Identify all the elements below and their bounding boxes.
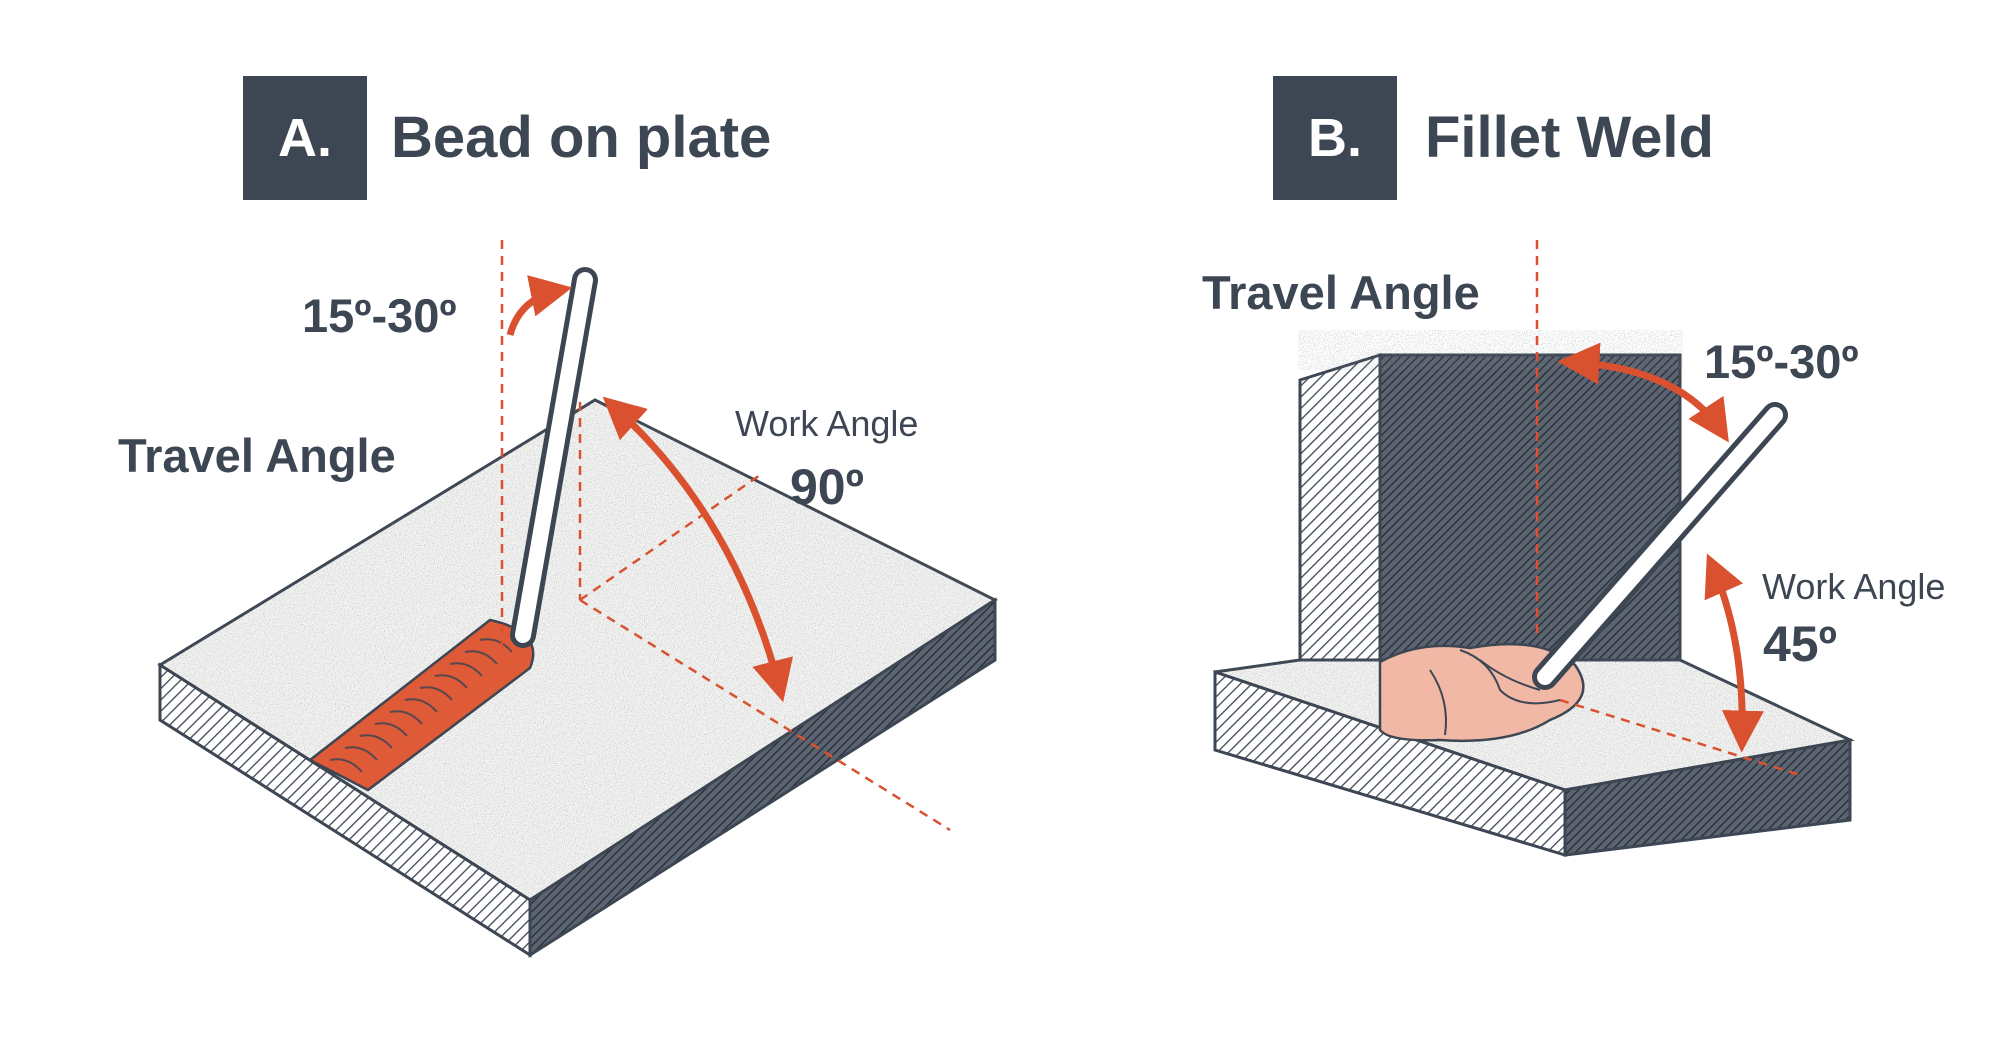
vertical-plate-back: [1378, 353, 1682, 692]
panel-b-illustration: [1213, 240, 1855, 858]
plate-right-side: [528, 597, 997, 958]
panel-a-travel-angle-label: Travel Angle: [118, 429, 396, 482]
panel-b-title: Fillet Weld: [1425, 105, 1714, 170]
panel-b-travel-angle-label: Travel Angle: [1202, 266, 1480, 319]
panel-a-title: Bead on plate: [391, 105, 772, 170]
panel-b-work-angle-label: Work Angle: [1762, 566, 1946, 607]
panel-a-work-angle-label: Work Angle: [735, 403, 919, 444]
electrode-b: [1532, 402, 1788, 690]
travel-angle-arrow-a: [506, 275, 573, 337]
fillet-weld-pool: [1378, 642, 1585, 743]
vertical-plate-edge: [1298, 352, 1382, 714]
panel-b-travel-angle-value: 15º-30º: [1704, 335, 1859, 388]
panel-a-illustration: [157, 240, 999, 958]
reference-lines-b: [1535, 240, 1801, 777]
panel-a-badge: A.: [243, 76, 367, 200]
panel-a-travel-angle-value: 15º-30º: [302, 289, 457, 342]
work-angle-arrow-a: [602, 396, 794, 703]
panel-a-work-angle-value: 90º: [790, 459, 864, 515]
work-angle-arrow-b: [1704, 553, 1764, 753]
travel-angle-arrow-b: [1557, 342, 1729, 443]
panel-b-work-angle-value: 45º: [1763, 616, 1837, 672]
panel-b-badge: B.: [1273, 76, 1397, 200]
electrode-a: [510, 267, 598, 648]
